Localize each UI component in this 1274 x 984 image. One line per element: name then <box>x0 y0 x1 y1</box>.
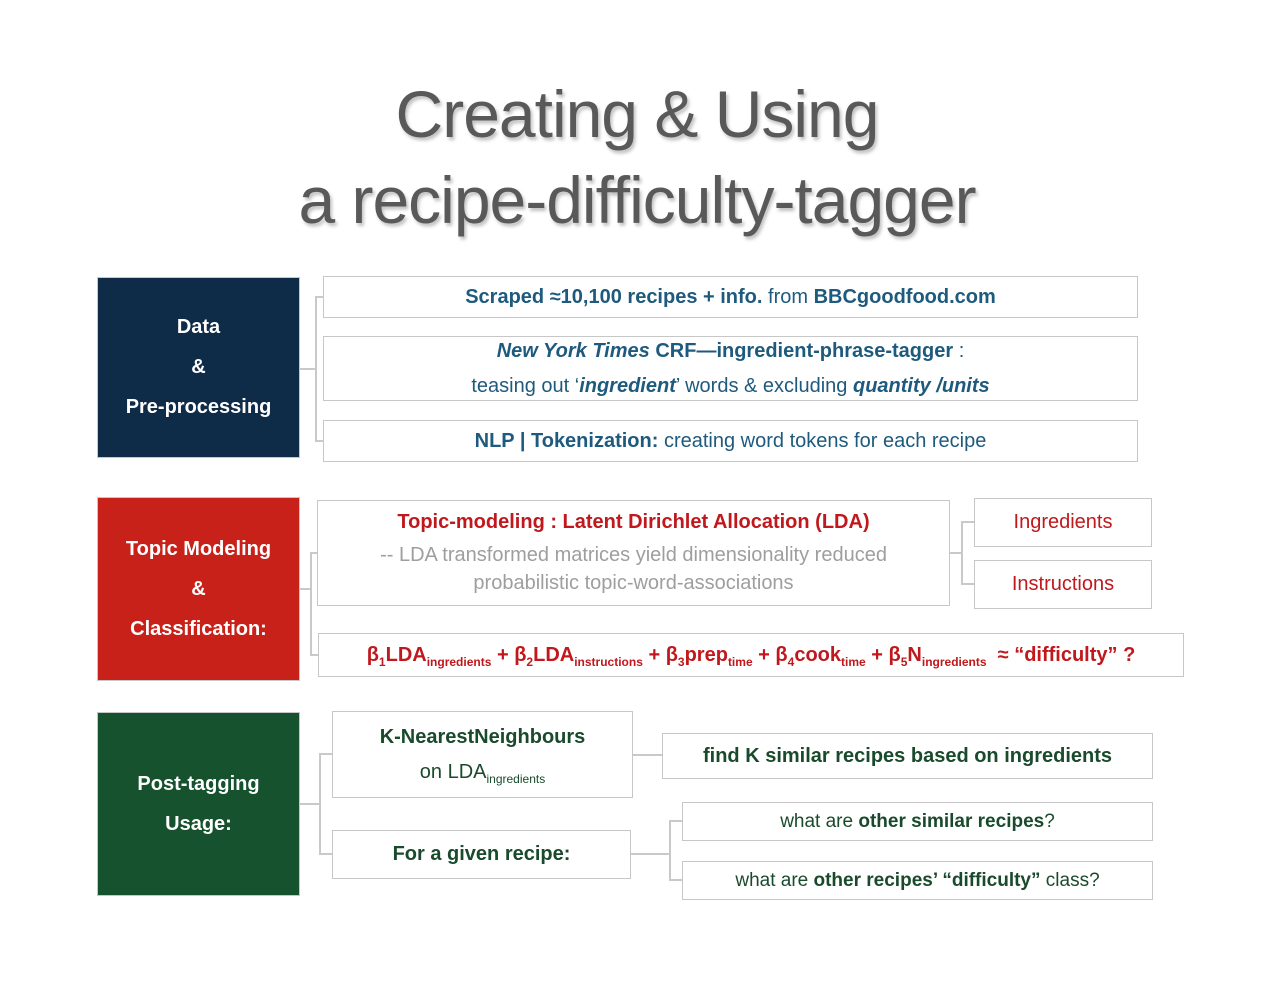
node-ingredients: Ingredients <box>974 498 1152 547</box>
node-scraped-recipes: Scraped ≈10,100 recipes + info. from BBC… <box>323 276 1138 318</box>
connector-line <box>300 368 316 370</box>
connector-line <box>961 521 963 585</box>
connector-line <box>962 583 974 585</box>
connector-line <box>633 754 662 756</box>
category-label-line: & <box>191 356 206 378</box>
node-find-k-similar-text: find K similar recipes based on ingredie… <box>703 744 1112 767</box>
category-box-topic-modeling: Topic Modeling & Classification: <box>97 497 300 681</box>
category-label-line: Post-tagging <box>137 772 260 795</box>
connector-line <box>631 853 670 855</box>
category-box-data-preprocessing: Data & Pre-processing <box>97 277 300 458</box>
node-ingredients-label: Ingredients <box>1013 511 1113 533</box>
connector-line <box>300 803 320 805</box>
node-given-recipe-text: For a given recipe: <box>392 843 571 865</box>
node-nyt-crf-line2: teasing out ‘ingredient’ words & excludi… <box>471 374 990 397</box>
node-question-similar-text: what are other similar recipes? <box>780 810 1055 832</box>
node-knn-subline: on LDAingredients <box>419 760 546 786</box>
node-nyt-crf-tagger: New York Times CRF—ingredient-phrase-tag… <box>323 336 1138 401</box>
connector-line <box>316 296 323 298</box>
category-label-line: Topic Modeling <box>125 537 272 560</box>
connector-line <box>311 552 317 554</box>
connector-line <box>319 753 321 855</box>
node-lda-topic-modeling: Topic-modeling : Latent Dirichlet Alloca… <box>317 500 950 606</box>
category-label-line: Usage: <box>165 812 232 835</box>
connector-line <box>670 879 682 881</box>
node-nyt-crf-line1: New York Times CRF—ingredient-phrase-tag… <box>496 339 965 362</box>
node-question-difficulty-class: what are other recipes’ “difficulty” cla… <box>682 861 1153 900</box>
node-nlp-tokenization: NLP | Tokenization: creating word tokens… <box>323 420 1138 462</box>
category-label-line: Data <box>176 316 221 338</box>
connector-line <box>300 588 311 590</box>
node-difficulty-formula: β1LDAingredients + β2LDAinstructions + β… <box>318 633 1184 677</box>
node-knn: K-NearestNeighbours on LDAingredients <box>332 711 633 798</box>
slide-title-line1: Creating & Using <box>395 77 880 151</box>
slide-title-line2: a recipe-difficulty-tagger <box>298 162 976 237</box>
slide-title: Creating & Using a recipe-difficulty-tag… <box>0 72 1274 244</box>
connector-line <box>320 753 332 755</box>
connector-line <box>670 820 682 822</box>
node-lda-body: -- LDA transformed matrices yield dimens… <box>380 543 887 594</box>
connector-line <box>669 820 671 881</box>
node-lda-title: Topic-modeling : Latent Dirichlet Alloca… <box>397 510 870 533</box>
node-question-difficulty-text: what are other recipes’ “difficulty” cla… <box>735 869 1100 891</box>
connector-line <box>310 552 312 656</box>
node-question-similar-recipes: what are other similar recipes? <box>682 802 1153 841</box>
node-knn-title: K-NearestNeighbours <box>379 725 586 748</box>
connector-line <box>311 654 318 656</box>
node-instructions: Instructions <box>974 560 1152 609</box>
connector-line <box>316 440 323 442</box>
node-scraped-recipes-text: Scraped ≈10,100 recipes + info. from BBC… <box>465 285 996 308</box>
category-label-line: Pre-processing <box>125 396 272 418</box>
connector-line <box>962 521 974 523</box>
node-given-recipe: For a given recipe: <box>332 830 631 879</box>
connector-line <box>950 552 962 554</box>
category-box-post-tagging: Post-tagging Usage: <box>97 712 300 896</box>
node-find-k-similar: find K similar recipes based on ingredie… <box>662 733 1153 779</box>
connector-line <box>320 853 332 855</box>
category-label-line: Classification: <box>130 617 267 640</box>
difficulty-formula-text: β1LDAingredients + β2LDAinstructions + β… <box>366 643 1136 669</box>
node-nlp-tokenization-text: NLP | Tokenization: creating word tokens… <box>474 429 987 452</box>
node-instructions-label: Instructions <box>1011 573 1115 595</box>
category-label-line: & <box>191 577 206 600</box>
connector-line <box>315 296 317 442</box>
